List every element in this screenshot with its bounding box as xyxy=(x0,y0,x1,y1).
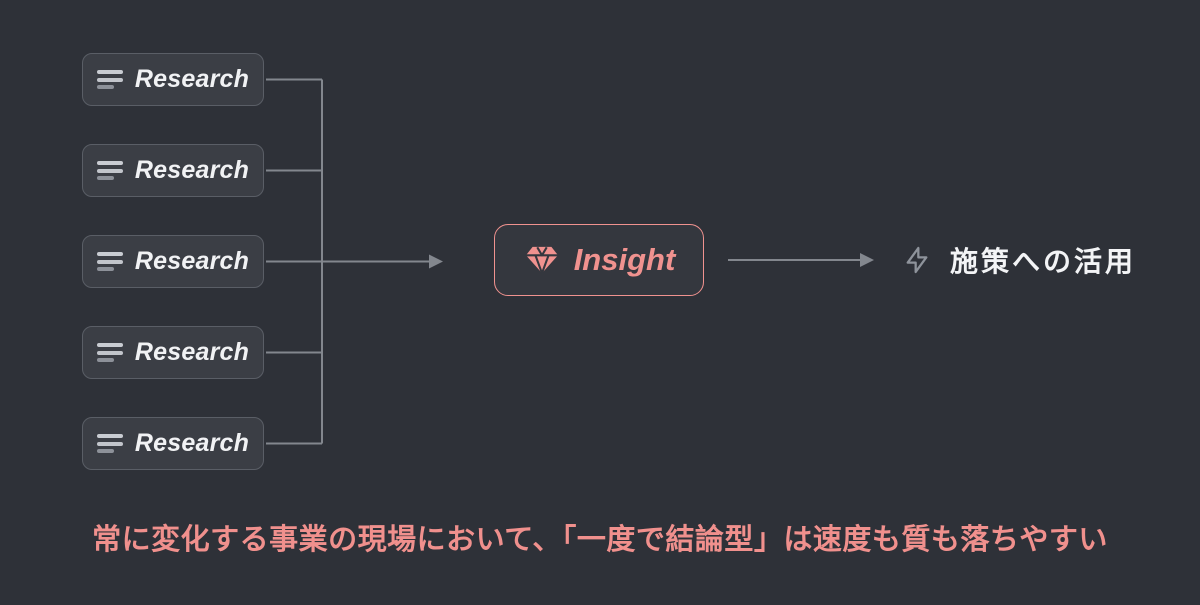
research-node-3: Research xyxy=(82,235,264,288)
list-icon xyxy=(96,434,123,453)
outcome-label: 施策への活用 xyxy=(950,246,1137,277)
insight-node: Insight xyxy=(494,224,704,296)
outcome-group: 施策への活用 xyxy=(901,240,1136,280)
caption-text: 常に変化する事業の現場において、「一度で結論型」は速度も質も落ちやすい xyxy=(92,524,1108,556)
arrowhead-insight-to-outcome xyxy=(860,253,874,267)
list-icon xyxy=(96,252,123,271)
list-icon xyxy=(96,70,123,89)
list-icon xyxy=(96,161,123,180)
list-icon xyxy=(96,343,123,362)
research-label: Research xyxy=(134,247,250,275)
research-node-1: Research xyxy=(82,53,264,106)
research-node-2: Research xyxy=(82,144,264,197)
gem-icon xyxy=(525,246,558,275)
zap-icon xyxy=(906,246,928,274)
arrowhead-research-to-insight xyxy=(429,254,443,269)
insight-label: Insight xyxy=(573,242,676,277)
research-node-5: Research xyxy=(82,417,264,470)
research-label: Research xyxy=(134,338,250,366)
research-label: Research xyxy=(134,429,250,457)
research-label: Research xyxy=(134,65,250,93)
research-node-4: Research xyxy=(82,326,264,379)
research-label: Research xyxy=(134,156,250,184)
